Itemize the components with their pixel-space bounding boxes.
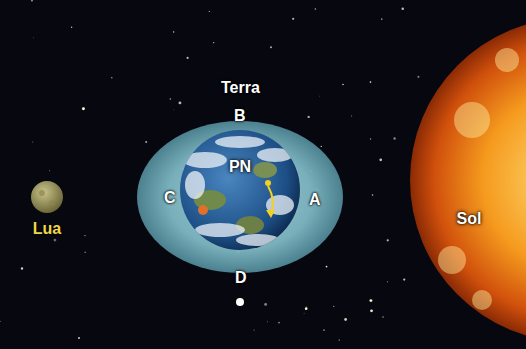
star xyxy=(305,307,308,310)
star xyxy=(270,46,272,48)
planet-name: Terra xyxy=(221,79,260,97)
cloud xyxy=(257,148,293,162)
star xyxy=(315,8,316,9)
moon-shape xyxy=(22,178,72,250)
star xyxy=(254,329,255,330)
orange-spot xyxy=(198,205,208,215)
star xyxy=(387,281,388,282)
rotation-arrow xyxy=(268,186,273,214)
sun-body: Sol xyxy=(412,0,526,349)
star xyxy=(84,235,85,236)
sun-disc xyxy=(410,18,526,342)
cloud xyxy=(185,171,205,199)
star xyxy=(403,278,405,280)
star xyxy=(372,194,374,196)
star xyxy=(339,339,340,340)
position-letter: A xyxy=(309,191,321,209)
atmosphere-halo xyxy=(137,121,343,273)
star xyxy=(111,77,112,78)
star xyxy=(387,239,389,241)
star xyxy=(292,18,294,20)
star xyxy=(307,116,309,118)
star xyxy=(264,303,267,306)
star xyxy=(82,107,85,110)
cloud xyxy=(215,136,265,148)
continent xyxy=(253,162,277,178)
star xyxy=(32,141,33,142)
solar-flare xyxy=(454,102,490,138)
stars xyxy=(0,0,420,341)
star xyxy=(170,98,172,100)
star xyxy=(213,42,214,43)
star xyxy=(370,309,373,312)
star xyxy=(31,0,33,2)
cloud xyxy=(236,234,280,246)
star xyxy=(303,313,305,315)
earth-body: PN xyxy=(180,130,300,250)
star xyxy=(78,337,80,339)
star xyxy=(319,95,321,97)
star xyxy=(267,321,269,323)
star xyxy=(145,141,147,143)
star xyxy=(382,316,384,318)
star xyxy=(323,329,325,331)
star xyxy=(305,305,307,307)
star xyxy=(351,115,352,116)
star xyxy=(186,57,188,59)
star xyxy=(379,158,382,161)
star xyxy=(33,37,35,39)
star xyxy=(84,252,85,253)
solar-flare xyxy=(438,246,466,274)
cloud xyxy=(183,152,227,168)
position-letter: C xyxy=(164,189,176,207)
moon-crater xyxy=(39,190,45,196)
star xyxy=(173,109,175,111)
star xyxy=(326,266,328,268)
star xyxy=(381,18,383,20)
star xyxy=(54,239,57,242)
star xyxy=(21,267,23,269)
star xyxy=(342,84,344,86)
star xyxy=(321,146,322,147)
star xyxy=(393,137,395,139)
star xyxy=(173,31,174,32)
rotation-arrowhead xyxy=(266,210,275,218)
cloud xyxy=(195,223,245,237)
sun-name: Sol xyxy=(412,210,526,228)
star xyxy=(71,27,72,28)
star xyxy=(0,321,1,322)
star xyxy=(49,170,51,172)
satellite-dot xyxy=(236,298,244,306)
earth-disc xyxy=(180,130,300,250)
star xyxy=(401,8,403,10)
moon-body: Lua xyxy=(22,178,72,250)
star xyxy=(369,299,372,302)
sun-shape xyxy=(412,0,526,349)
solar-flare xyxy=(472,290,492,310)
moon-crater xyxy=(50,201,55,206)
moon-disc xyxy=(31,181,63,213)
position-letter: D xyxy=(235,269,247,287)
star xyxy=(370,138,371,139)
star xyxy=(333,306,334,307)
moon-name: Lua xyxy=(22,220,72,238)
star xyxy=(344,318,347,321)
position-letter: B xyxy=(234,107,246,125)
star xyxy=(417,76,419,78)
star xyxy=(370,81,372,83)
star xyxy=(278,322,280,324)
earth-name: PN xyxy=(180,158,300,176)
solar-flare xyxy=(495,48,519,72)
pole-marker xyxy=(265,180,271,186)
star xyxy=(179,101,182,104)
star xyxy=(209,11,210,12)
earth-shape xyxy=(180,130,300,250)
